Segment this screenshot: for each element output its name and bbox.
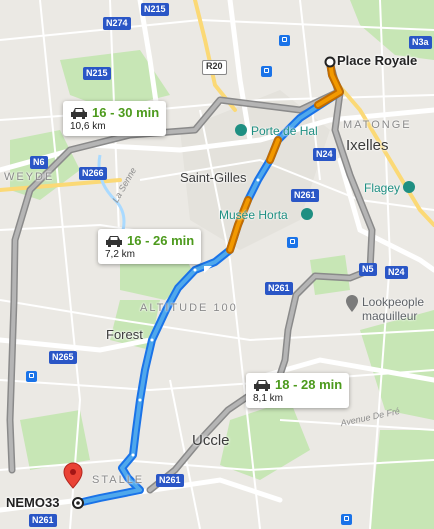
alternate-routes [6,58,376,494]
road-shield-n274: N274 [103,17,131,30]
district-ixelles: Ixelles [346,137,389,154]
road-shield-n261-d: N261 [29,514,57,527]
road-shield-n24-a: N24 [313,148,336,161]
road-shield-n261-a: N261 [291,189,319,202]
district-matonge: MATONGE [343,119,412,131]
district-forest: Forest [106,327,143,342]
poi-flagey-label[interactable]: Flagey [364,181,401,195]
road-shield-n215: N215 [83,67,111,80]
district-weyde: WEYDE [4,171,55,183]
road-shield-n265: N265 [49,351,77,364]
route-bubble-main[interactable]: 16 - 26 min 7,2 km [98,229,202,264]
route-west-time: 16 - 30 min [92,105,160,120]
route-east-time: 18 - 28 min [275,377,343,392]
road-shield-n6: N6 [30,156,48,169]
car-icon [254,379,270,391]
poi-flagey-icon[interactable] [403,181,415,193]
district-uccle: Uccle [192,432,230,449]
poi-lookpeople-label[interactable]: Lookpeople maquilleur [362,295,425,323]
district-altitude-100: ALTITUDE 100 [140,302,238,314]
start-label[interactable]: Place Royale [337,53,418,68]
route-east-distance: 8,1 km [253,393,284,404]
road-shield-n3a: N3a [409,36,432,49]
road-shield-n261-b: N261 [265,282,293,295]
car-icon [71,107,87,119]
poi-musee-horta-icon[interactable] [301,208,313,220]
end-label[interactable]: NEMO33 [6,495,60,510]
road-shield-r20: R20 [202,60,227,75]
road-shield-n215-top: N215 [141,3,169,16]
poi-markers [235,124,415,312]
destination-pin-icon[interactable] [63,462,83,489]
district-stalle: STALLE [92,474,145,486]
route-bubble-main-tail [204,266,212,273]
car-icon [106,235,122,247]
road-shield-n266: N266 [79,167,107,180]
poi-porte-de-hal-icon[interactable] [235,124,247,136]
district-saint-gilles: Saint-Gilles [180,170,247,185]
route-bubble-west[interactable]: 16 - 30 min 10,6 km [63,101,167,136]
road-shield-n5: N5 [359,263,377,276]
transit-bus-icon[interactable] [26,371,37,382]
transit-bus-icon[interactable] [261,66,272,77]
road-shield-n24-b: N24 [385,266,408,279]
start-marker[interactable] [324,56,336,68]
transit-bus-icon[interactable] [279,35,290,46]
transit-bus-icon[interactable] [341,514,352,525]
route-west-distance: 10,6 km [70,121,106,132]
poi-lookpeople-icon[interactable] [346,295,358,312]
poi-musee-horta-label[interactable]: Musée Horta [219,208,288,222]
transit-bus-icon[interactable] [287,237,298,248]
route-main-time: 16 - 26 min [127,233,195,248]
route-bubble-east[interactable]: 18 - 28 min 8,1 km [246,373,350,408]
selected-route [74,58,344,507]
poi-porte-de-hal-label[interactable]: Porte de Hal [251,124,318,138]
route-main-distance: 7,2 km [105,249,136,260]
road-shield-n261-c: N261 [156,474,184,487]
route-dots [131,178,260,457]
